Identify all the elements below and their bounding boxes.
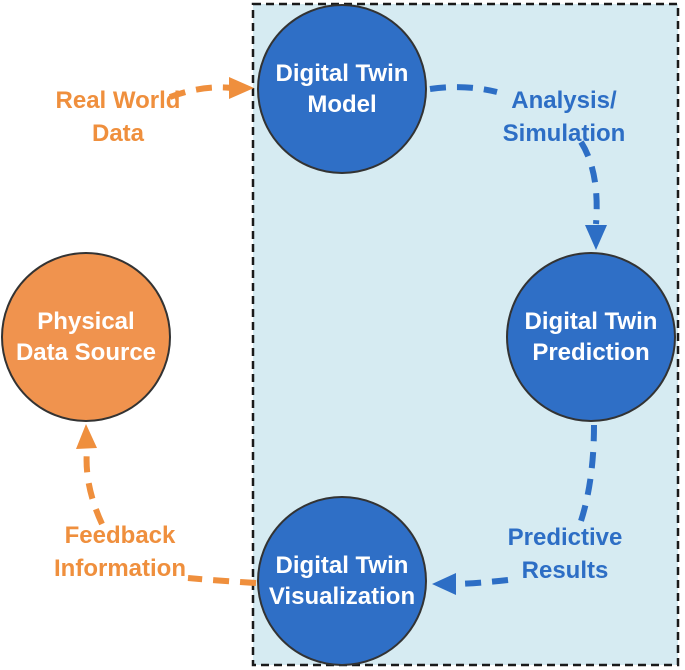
edge-label-feedback-information: Feedback Information <box>54 522 186 582</box>
feedback-arrow-start <box>187 575 257 586</box>
node-physical-data-source-label: Physical Data Source <box>15 308 157 366</box>
predictive-arrow-start <box>577 424 597 525</box>
real-world-data-arrowhead-icon <box>229 77 254 99</box>
predictive-arrowhead-icon <box>432 573 456 595</box>
node-digital-twin-prediction: Digital Twin Prediction <box>506 252 676 422</box>
predictive-arrow-end <box>456 577 509 587</box>
node-digital-twin-prediction-label: Digital Twin Prediction <box>524 308 658 366</box>
edge-label-analysis-simulation: Analysis/ Simulation <box>502 87 626 147</box>
node-digital-twin-visualization: Digital Twin Visualization <box>257 496 427 666</box>
feedback-arrowhead-icon <box>76 424 97 449</box>
node-digital-twin-model: Digital Twin Model <box>257 4 427 174</box>
edge-label-real-world-data: Real World Data <box>55 87 181 147</box>
node-digital-twin-visualization-label: Digital Twin Visualization <box>268 552 416 610</box>
analysis-arrow-end <box>578 140 600 225</box>
analysis-arrow-start <box>429 84 498 95</box>
analysis-arrowhead-icon <box>585 225 607 250</box>
edge-label-predictive-results: Predictive Results <box>507 524 623 584</box>
feedback-arrow-end <box>83 449 105 526</box>
real-world-data-arrow <box>168 84 233 100</box>
node-physical-data-source: Physical Data Source <box>1 252 171 422</box>
node-digital-twin-model-label: Digital Twin Model <box>275 60 409 118</box>
